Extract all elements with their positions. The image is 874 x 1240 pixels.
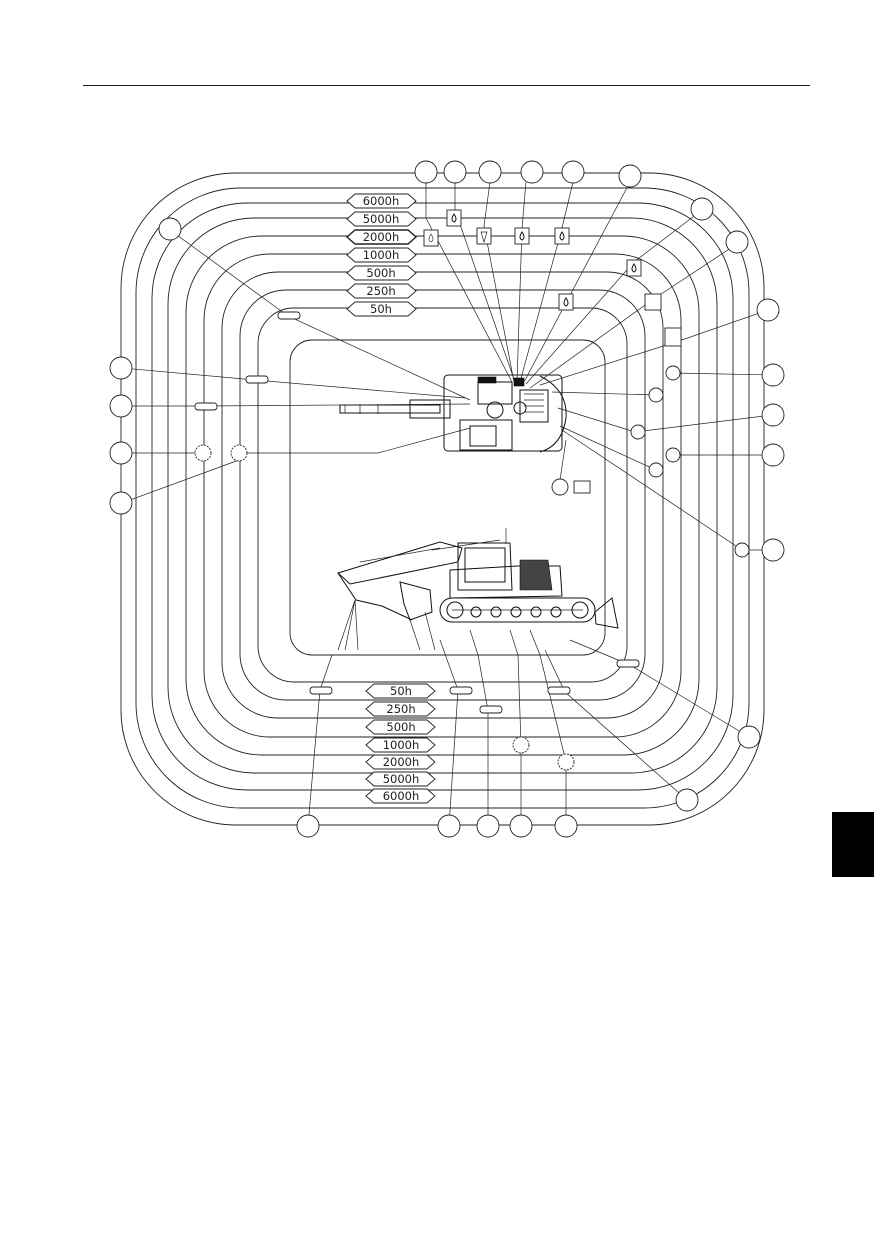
upper-label-5000h: 5000h: [363, 212, 400, 226]
oil-drop-tank-icon: [446, 209, 462, 227]
leader-lines: [121, 181, 773, 827]
lower-label-box-7: [365, 788, 436, 804]
upper-label-250h: 250h: [366, 284, 395, 298]
lower-label-box-5: [365, 754, 436, 770]
callout-circle-left-5: [109, 491, 133, 515]
oil-drop-tank-icon: [514, 227, 530, 245]
upper-label-2000h: 2000h: [363, 230, 400, 244]
callout-circle-left-2: [109, 356, 133, 380]
callout-circle-left-3: [109, 394, 133, 418]
upper-label-box-6: [346, 283, 417, 299]
grease-gun-icon: [194, 311, 640, 714]
filter-icon: [644, 293, 682, 347]
upper-label-box-4: [346, 247, 417, 263]
callout-circle-right-6: [761, 443, 785, 467]
callout-circle-top-1: [414, 160, 438, 184]
manual-book-icon: [551, 478, 591, 496]
lower-interval-labels: 50h 250h 500h 1000h 2000h 5000h 6000h: [365, 683, 436, 804]
callout-circle-bottom-1: [296, 814, 320, 838]
callout-circle-bottom-5: [554, 814, 578, 838]
upper-interval-labels: 6000h 5000h 2000h 1000h 500h 250h 50h: [345, 193, 418, 317]
lower-label-500h: 500h: [386, 720, 415, 734]
lower-label-1000h: 1000h: [383, 738, 420, 752]
callout-circle-right-3: [756, 298, 780, 322]
upper-label-1000h: 1000h: [363, 248, 400, 262]
filter-icon: [734, 542, 750, 558]
callout-circle-right-4: [761, 363, 785, 387]
lower-label-5000h: 5000h: [383, 772, 420, 786]
lower-label-box-4: [365, 737, 436, 753]
excavator-top-view: [339, 374, 567, 453]
callout-circle-top-2: [443, 160, 467, 184]
callout-circle-right-7: [761, 538, 785, 562]
callout-circle-left-4: [109, 441, 133, 465]
callout-circle-right-1: [690, 197, 714, 221]
upper-label-6000h: 6000h: [363, 194, 400, 208]
callout-circle-right-9: [675, 788, 699, 812]
callout-circles: [109, 160, 785, 838]
lower-label-2000h: 2000h: [383, 755, 420, 769]
upper-label-box-5: [346, 265, 417, 281]
chapter-thumb-tab: [832, 812, 874, 877]
interval-rings: [120, 172, 765, 826]
upper-label-50h: 50h: [370, 302, 392, 316]
callout-circle-left-1: [158, 217, 182, 241]
excavator-side-view: [337, 528, 619, 629]
service-icons: [194, 209, 750, 771]
callout-circle-bottom-4: [509, 814, 533, 838]
oil-drop-tank-icon: [554, 227, 570, 245]
callout-circle-right-8: [737, 725, 761, 749]
oil-drop-tank-icon: [626, 259, 642, 277]
filter-icon: [476, 227, 492, 245]
upper-label-box-1: [346, 193, 417, 209]
lower-label-50h: 50h: [390, 684, 412, 698]
callout-circle-top-4: [520, 160, 544, 184]
lower-label-box-6: [365, 771, 436, 787]
oil-drop-tank-icon: [630, 365, 681, 478]
callout-circle-bottom-2: [437, 814, 461, 838]
oil-drop-tank-icon: [558, 293, 574, 311]
callout-circle-top-6: [618, 164, 642, 188]
callout-circle-right-2: [725, 230, 749, 254]
upper-label-box-3: [345, 229, 418, 245]
upper-label-500h: 500h: [366, 266, 395, 280]
upper-label-box-7: [346, 301, 417, 317]
callout-circle-top-3: [478, 160, 502, 184]
lower-label-6000h: 6000h: [383, 789, 420, 803]
oil-drop-tank-icon: [423, 229, 439, 247]
lower-label-box-1: [365, 683, 436, 699]
callout-circle-right-5: [761, 403, 785, 427]
track-rollers: [446, 601, 589, 619]
lower-label-box-3: [365, 719, 436, 735]
gear-oil-icon: [194, 444, 575, 771]
callout-circle-top-5: [561, 160, 585, 184]
page-header-rule: [83, 85, 810, 86]
lower-label-250h: 250h: [386, 702, 415, 716]
callout-circle-bottom-3: [476, 814, 500, 838]
lower-label-box-2: [365, 701, 436, 717]
upper-label-box-2: [346, 211, 417, 227]
